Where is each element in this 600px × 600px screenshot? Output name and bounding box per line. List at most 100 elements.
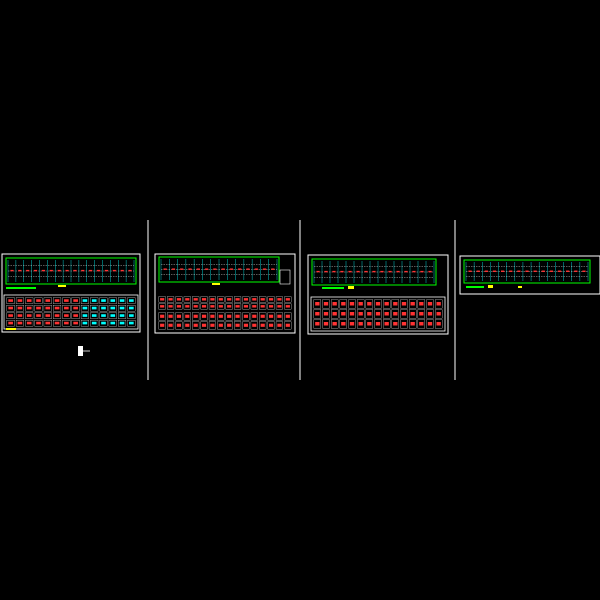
- detail-cell: [208, 321, 216, 330]
- detail-mark: [193, 323, 198, 327]
- detail-cell: [99, 297, 108, 304]
- detail-cell: [200, 321, 208, 330]
- detail-mark: [315, 302, 320, 306]
- plan-room-mark: [517, 270, 521, 272]
- detail-cell: [62, 312, 71, 319]
- plan-room-mark: [582, 270, 586, 272]
- detail-mark: [268, 298, 274, 301]
- detail-cell: [127, 305, 136, 312]
- detail-mark: [358, 302, 363, 306]
- detail-cell: [365, 309, 374, 319]
- plan-room-mark: [10, 269, 14, 272]
- detail-mark: [243, 323, 249, 327]
- detail-cell: [175, 321, 183, 330]
- detail-cell: [34, 297, 43, 304]
- plan-room-mark: [18, 269, 22, 272]
- detail-mark: [315, 312, 320, 316]
- detail-mark: [401, 312, 407, 316]
- detail-cell: [200, 296, 208, 303]
- detail-mark: [101, 306, 106, 310]
- detail-cell: [108, 297, 117, 304]
- detail-cell: [417, 309, 426, 319]
- detail-mark: [410, 322, 415, 326]
- detail-mark: [201, 298, 207, 301]
- detail-cell: [90, 320, 99, 327]
- detail-mark: [332, 322, 337, 326]
- detail-mark: [210, 305, 215, 308]
- detail-mark: [349, 302, 355, 306]
- plan-room-mark: [180, 268, 184, 270]
- detail-cell: [175, 312, 183, 321]
- plan-room-mark: [204, 268, 209, 270]
- detail-mark: [277, 314, 282, 318]
- detail-mark: [129, 321, 134, 325]
- plan-room-mark: [49, 269, 53, 272]
- detail-mark: [323, 312, 329, 316]
- detail-cell: [400, 299, 408, 309]
- detail-mark: [243, 305, 249, 308]
- detail-mark: [393, 312, 398, 316]
- detail-cell: [284, 312, 292, 321]
- plan-room-mark: [412, 270, 416, 273]
- detail-mark: [277, 298, 282, 301]
- detail-mark: [201, 314, 207, 318]
- sheet-3: [307, 254, 449, 335]
- detail-cell: [275, 312, 283, 321]
- detail-mark: [8, 299, 13, 302]
- detail-mark: [235, 305, 240, 308]
- detail-mark: [91, 299, 97, 302]
- detail-cell: [267, 321, 275, 330]
- detail-mark: [268, 323, 274, 327]
- detail-mark: [285, 314, 290, 318]
- detail-mark: [129, 314, 134, 317]
- detail-mark: [193, 314, 198, 318]
- detail-mark: [64, 306, 69, 310]
- detail-cell: [158, 303, 166, 310]
- detail-cell: [90, 312, 99, 319]
- plan-room-mark: [340, 270, 344, 273]
- plan-room-mark: [262, 268, 267, 270]
- detail-cell: [208, 312, 216, 321]
- detail-cell: [391, 319, 400, 329]
- detail-cell: [426, 309, 434, 319]
- detail-cell: [71, 297, 80, 304]
- detail-cell: [43, 320, 52, 327]
- detail-mark: [129, 299, 134, 302]
- plan-room-mark: [73, 269, 77, 272]
- detail-cell: [234, 296, 242, 303]
- detail-cell: [356, 319, 365, 329]
- detail-mark: [101, 314, 106, 317]
- sheet-4-annotation: [488, 285, 493, 288]
- detail-cell: [90, 305, 99, 312]
- detail-cell: [175, 296, 183, 303]
- sheet-4-mark: [518, 286, 522, 288]
- sheet-3-detail-table: [313, 299, 443, 329]
- plan-room-mark: [112, 269, 116, 272]
- plan-room-mark: [468, 270, 472, 272]
- detail-mark: [64, 299, 69, 302]
- plan-room-mark: [533, 270, 537, 272]
- detail-cell: [53, 305, 62, 312]
- plan-room-mark: [404, 270, 408, 273]
- detail-cell: [80, 320, 89, 327]
- detail-cell: [99, 312, 108, 319]
- detail-cell: [234, 321, 242, 330]
- detail-mark: [401, 302, 407, 306]
- detail-mark: [193, 305, 198, 308]
- detail-mark: [45, 321, 51, 325]
- detail-cell: [259, 303, 267, 310]
- sheet-4-border: [459, 255, 600, 295]
- detail-mark: [129, 306, 134, 310]
- detail-mark: [17, 306, 23, 310]
- detail-cell: [242, 296, 250, 303]
- detail-cell: [80, 305, 89, 312]
- detail-cell: [259, 312, 267, 321]
- detail-cell: [90, 297, 99, 304]
- detail-mark: [119, 299, 125, 302]
- detail-cell: [322, 309, 330, 319]
- plan-room-mark: [541, 270, 545, 272]
- detail-mark: [36, 306, 41, 310]
- detail-mark: [332, 302, 337, 306]
- detail-cell: [284, 303, 292, 310]
- detail-cell: [348, 309, 356, 319]
